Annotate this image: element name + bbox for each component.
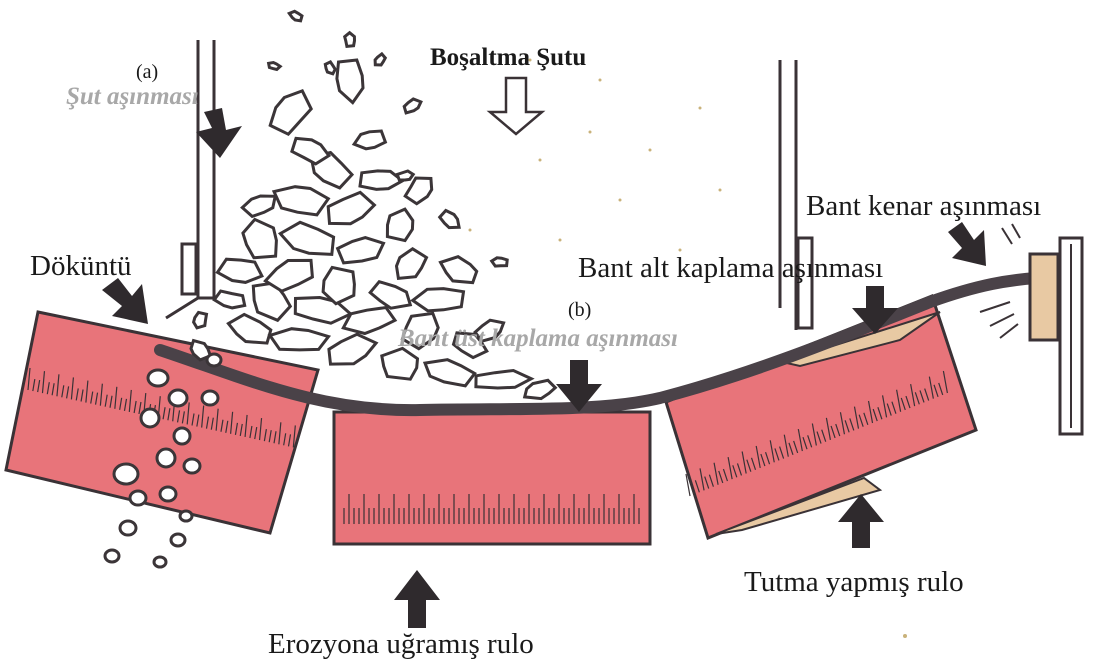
rock-particle-icon [270,329,329,350]
edge-wear-label: Bant kenar aşınması [806,192,1041,221]
rock-particle-icon [169,390,187,406]
rock-particle-icon [292,138,329,164]
rock-particle-icon [354,131,385,149]
wear-arrow-icon [196,108,242,158]
eroded-roller-label: Erozyona uğramış rulo [268,630,534,659]
rock-particle-icon [387,209,412,241]
up-arrow-icon [394,570,440,628]
rock-particle-icon [202,391,218,405]
rock-particle-icon [370,282,410,309]
wear-arrow-icon [102,278,148,324]
rock-particle-icon [397,171,413,180]
rock-particle-icon [337,60,363,103]
edge-guide-bracket [1030,238,1082,434]
rock-particle-icon [242,196,275,216]
rock-particle-icon [228,314,270,343]
rock-particle-icon [148,370,168,386]
rock-particle-icon [280,222,333,254]
rock-particle-icon [114,464,138,484]
rock-particle-icon [105,550,119,562]
rock-particle-icon [345,33,355,47]
rock-particle-icon [218,259,262,282]
roller-center [334,412,650,544]
top-cover-wear-label: Bant üst kaplama aşınması [398,326,678,351]
rock-particle-icon [343,308,395,334]
rock-particle-icon [157,449,175,467]
rock-particle-icon [207,354,221,366]
spillage-label: Döküntü [30,252,132,281]
chute-left-wall [166,40,214,318]
rock-particle-icon [171,534,185,546]
rock-particle-icon [214,291,244,308]
rock-particle-icon [440,211,459,228]
rock-particle-icon [425,360,475,386]
bottom-cover-wear-label: Bant alt kaplama aşınması [578,254,883,283]
seized-roller-label: Tutma yapmış rulo [744,568,964,597]
wear-arrow-icon [948,222,986,266]
rock-particle-icon [120,521,136,535]
rock-particle-icon [413,289,464,311]
rock-particle-icon [328,192,374,223]
rock-particle-icon [265,260,312,291]
rock-particle-icon [397,249,427,279]
marker-a: (a) [136,62,158,82]
rock-particle-icon [180,511,192,521]
rock-particle-icon [382,348,418,379]
rock-particle-icon [154,557,166,567]
rock-particle-icon [289,11,302,20]
rock-particle-icon [329,334,376,364]
rock-particle-icon [375,54,385,65]
rock-particle-icon [184,459,200,473]
rock-particle-icon [404,99,421,113]
rock-particle-icon [476,371,531,389]
chute-wear-label: Şut aşınması [66,84,199,109]
rock-particle-icon [269,63,281,70]
chute-title: Boşaltma Şutu [430,45,586,70]
rock-particle-icon [270,91,311,134]
rock-particle-icon [194,312,207,328]
marker-b: (b) [568,300,591,320]
rock-particle-icon [174,428,190,444]
rock-particle-icon [160,487,176,501]
rock-particle-icon [325,62,335,74]
rock-particle-icon [525,380,556,398]
rock-particle-icon [274,187,328,215]
rock-particle-icon [141,409,159,427]
rock-particle-icon [243,219,277,257]
down-arrow-hollow-icon [490,78,542,134]
rock-particle-icon [130,491,146,505]
rock-particle-icon [492,258,508,266]
rock-particle-icon [405,178,432,204]
rock-particle-icon [441,257,477,283]
rock-particle-icon [338,238,384,263]
up-arrow-icon [838,494,884,548]
